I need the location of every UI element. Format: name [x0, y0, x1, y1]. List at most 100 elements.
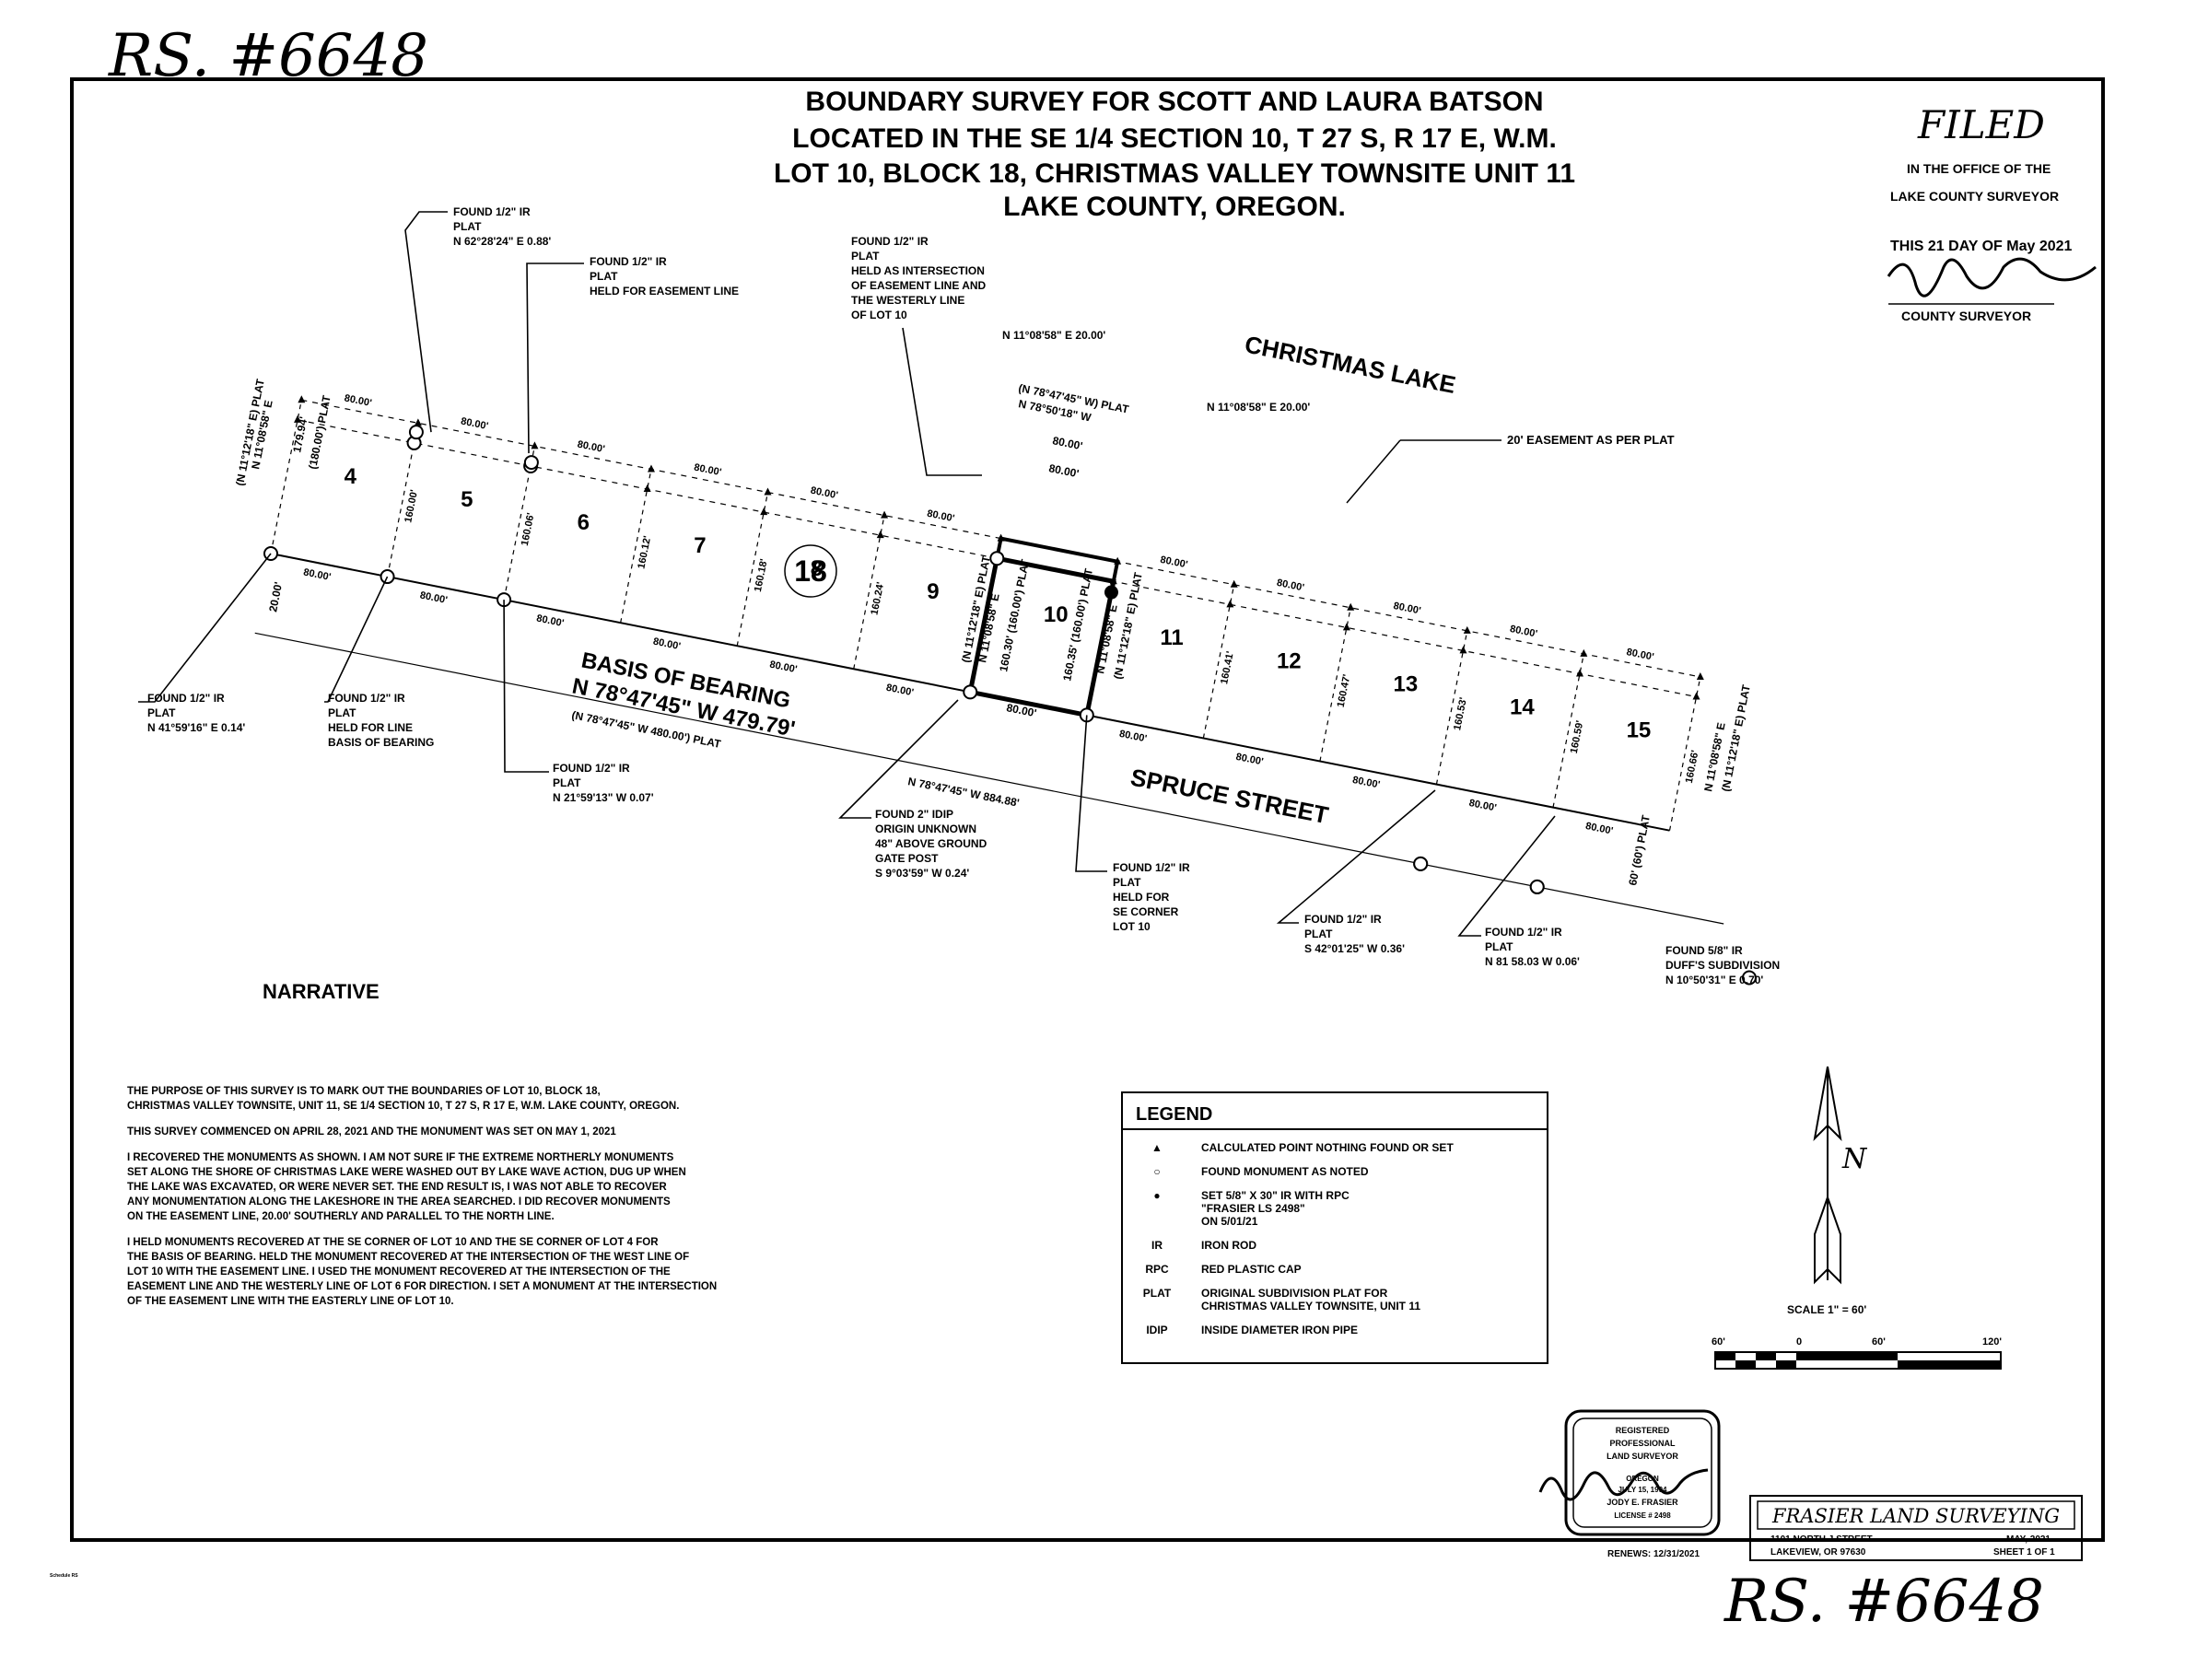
- legend-symbol: ○: [1153, 1165, 1160, 1178]
- callout-1-line: PLAT: [453, 220, 482, 233]
- callout-8-line: HELD FOR: [1113, 891, 1170, 904]
- lot-depth-label: 160.47': [1336, 673, 1353, 708]
- legend-items: ▲CALCULATED POINT NOTHING FOUND OR SET○F…: [1143, 1141, 1455, 1336]
- stamp-line-6: JODY E. FRASIER: [1607, 1498, 1678, 1507]
- north-distance-label: 80.00': [926, 508, 955, 525]
- lot10-top-distance: 80.00': [1051, 434, 1083, 452]
- callout-1-line: FOUND 1/2" IR: [453, 205, 531, 218]
- callout-2-line: PLAT: [590, 270, 618, 283]
- calculated-point-icon: [1230, 579, 1238, 588]
- filed-heading: FILED: [1917, 102, 2045, 147]
- found-monument-icon: [523, 455, 539, 471]
- scale-seg-5: [1796, 1352, 1898, 1360]
- company-box: [1749, 1495, 2083, 1561]
- callout-7-line: FOUND 2" IDIP: [875, 808, 953, 821]
- surveyor-stamp: REGISTERED PROFESSIONAL LAND SURVEYOR OR…: [1538, 1409, 1721, 1559]
- lot-depth-label: 160.18': [753, 557, 770, 592]
- legend-heading: LEGEND: [1136, 1104, 1212, 1125]
- stamp-line-2: PROFESSIONAL: [1609, 1439, 1676, 1448]
- calculated-point-icon: [414, 418, 422, 426]
- lot-number-11: 11: [1160, 625, 1183, 650]
- title-line-1: BOUNDARY SURVEY FOR SCOTT AND LAURA BATS…: [805, 87, 1543, 117]
- calculated-point-icon: [1459, 646, 1467, 654]
- callout-4-line: PLAT: [147, 706, 176, 719]
- legend-text: INSIDE DIAMETER IRON PIPE: [1201, 1324, 1358, 1336]
- calculated-point-icon: [760, 508, 768, 516]
- title-line-3: LOT 10, BLOCK 18, CHRISTMAS VALLEY TOWNS…: [774, 158, 1575, 189]
- lot-line: [620, 469, 652, 624]
- scale-tick-2: 60': [1872, 1336, 1886, 1348]
- north-arrow: N: [1813, 1066, 1868, 1285]
- stamp-line-1: REGISTERED: [1616, 1426, 1670, 1435]
- callout-7-line: 48" ABOVE GROUND: [875, 837, 987, 850]
- narrative-line: I RECOVERED THE MONUMENTS AS SHOWN. I AM…: [127, 1152, 674, 1163]
- found-monument-icon: [1413, 856, 1429, 871]
- legend-text: ON 5/01/21: [1201, 1215, 1258, 1228]
- scale-seg-2: [1756, 1352, 1776, 1360]
- lot-number-6: 6: [578, 510, 590, 535]
- north-distance-label: 80.00': [577, 439, 606, 456]
- lot-number-13: 13: [1393, 671, 1418, 696]
- south-distance-label: 80.00': [1235, 752, 1265, 768]
- legend-box: [1121, 1091, 1548, 1364]
- legend-symbol: ●: [1153, 1189, 1160, 1202]
- found-monument-icon: [989, 551, 1005, 566]
- filed-line-2: LAKE COUNTY SURVEYOR: [1890, 189, 2059, 204]
- callout-10-line: N 81 58.03 W 0.06': [1485, 955, 1580, 968]
- lot10-bottom-distance: 80.00': [1005, 701, 1037, 719]
- spruce-street-south-line: [254, 632, 1724, 925]
- callout-2-line: HELD FOR EASEMENT LINE: [590, 285, 739, 298]
- north-distance-label: 80.00': [1626, 647, 1655, 663]
- callout-9-line: S 42°01'25" W 0.36': [1304, 942, 1405, 955]
- callout-9-line: PLAT: [1304, 928, 1333, 940]
- narrative-line: SET ALONG THE SHORE OF CHRISTMAS LAKE WE…: [127, 1167, 686, 1178]
- callout-8-line: LOT 10: [1113, 920, 1151, 933]
- easement-label: 20' EASEMENT AS PER PLAT: [1507, 433, 1675, 447]
- legend-text: ORIGINAL SUBDIVISION PLAT FOR: [1201, 1287, 1388, 1300]
- north-distance-label: 80.00': [1276, 578, 1305, 594]
- callout-7-line: ORIGIN UNKNOWN: [875, 822, 976, 835]
- lot-line: [270, 400, 302, 554]
- corner-note: Schedule RS: [50, 1573, 78, 1579]
- north-distance-label: 80.00': [1159, 554, 1188, 571]
- company-block: FRASIER LAND SURVEYING 1101 NORTH J STRE…: [1749, 1495, 2083, 1561]
- narrative-line: THE LAKE WAS EXCAVATED, OR WERE NEVER SE…: [127, 1182, 667, 1193]
- callout-11-line: FOUND 5/8" IR: [1665, 944, 1743, 957]
- lot-number-7: 7: [694, 533, 706, 558]
- se-tie: 60' (60') PLAT: [1626, 813, 1653, 886]
- north-distance-label: 80.00': [344, 392, 373, 409]
- legend-text: CALCULATED POINT NOTHING FOUND OR SET: [1201, 1141, 1454, 1154]
- calculated-point-icon: [1226, 600, 1234, 608]
- title-line-4: LAKE COUNTY, OREGON.: [1003, 192, 1346, 222]
- calculated-point-icon: [1580, 648, 1588, 657]
- stamp-line-7: LICENSE # 2498: [1614, 1511, 1671, 1520]
- callout-5-line: PLAT: [328, 706, 356, 719]
- callout-8-line: SE CORNER: [1113, 905, 1179, 918]
- callout-10-line: FOUND 1/2" IR: [1485, 926, 1562, 939]
- lot-depth-label: 160.41': [1219, 650, 1236, 685]
- calculated-point-icon: [876, 531, 884, 539]
- company-sheet: SHEET 1 OF 1: [1993, 1547, 2055, 1558]
- legend-symbol: IDIP: [1146, 1324, 1167, 1336]
- callout-11-line: DUFF'S SUBDIVISION: [1665, 959, 1780, 972]
- callout-3-line: FOUND 1/2" IR: [851, 235, 929, 248]
- title-block: BOUNDARY SURVEY FOR SCOTT AND LAURA BATS…: [774, 87, 1575, 222]
- lot-line: [853, 515, 885, 670]
- callout-5-line: BASIS OF BEARING: [328, 736, 434, 749]
- company-date: MAY, 2021: [2006, 1534, 2051, 1545]
- north-arrow-head-icon: [1813, 1066, 1842, 1141]
- lot-number-10: 10: [1044, 602, 1069, 627]
- stamp-outer: [1564, 1409, 1721, 1536]
- callout-7-leader: [838, 699, 959, 819]
- lot-number-12: 12: [1277, 648, 1302, 673]
- scale-bar: SCALE 1" = 60' 60' 0 60' 120': [1712, 1303, 2002, 1370]
- scale-label: SCALE 1" = 60': [1787, 1303, 1866, 1316]
- scale-tick-3: 120': [1982, 1336, 2002, 1348]
- found-monument-icon: [1529, 879, 1545, 894]
- found-monument-icon: [408, 425, 424, 440]
- south-distance-label: 80.00': [652, 636, 682, 653]
- south-distance-label: 80.00': [1468, 798, 1498, 814]
- legend-symbol: IR: [1151, 1239, 1163, 1252]
- block-number: 18: [794, 554, 827, 588]
- found-monument-icon: [963, 684, 978, 700]
